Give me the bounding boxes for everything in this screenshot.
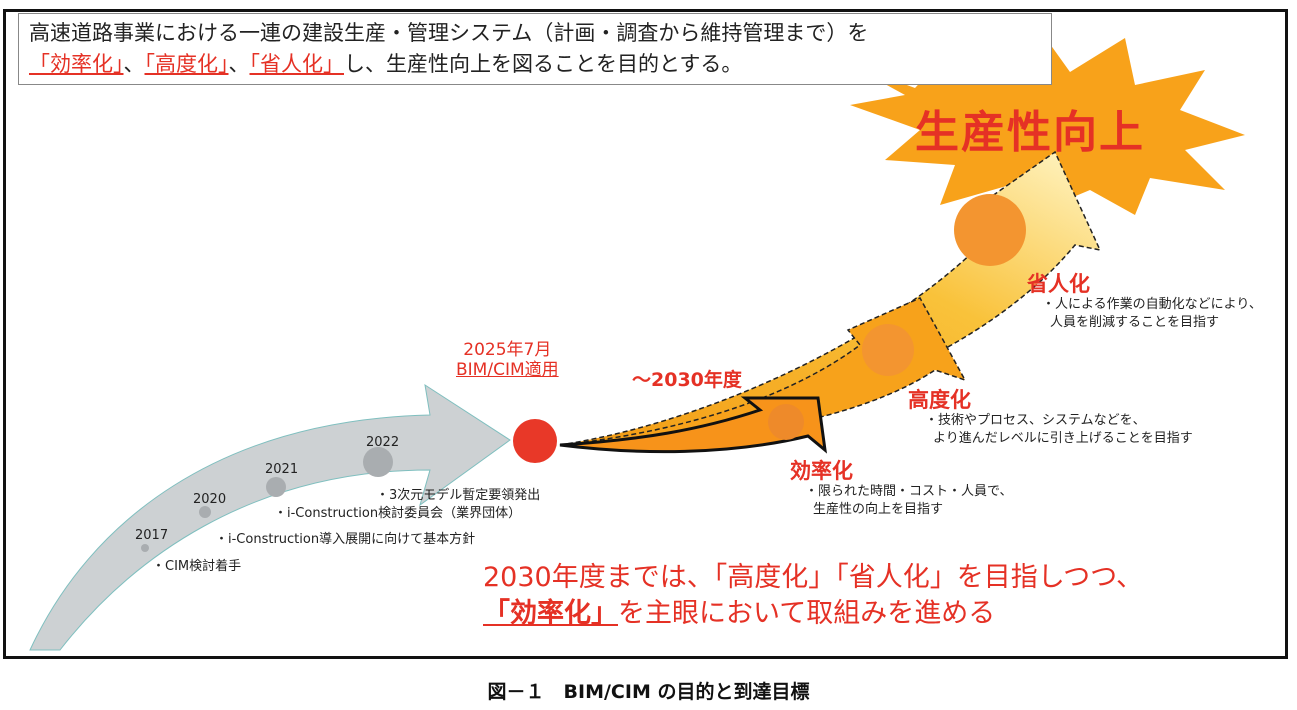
stage-title-advancement: 高度化 <box>908 388 971 412</box>
efficiency-arrow <box>559 396 827 454</box>
event-label: ・CIM検討着手 <box>152 559 242 574</box>
desc-line: より進んだレベルに引き上げることを目指す <box>933 431 1193 446</box>
stage-desc-advancement: ・技術やプロセス、システムなどを、より進んだレベルに引き上げることを目指す <box>925 412 1193 448</box>
stage-title-efficiency: 効率化 <box>790 459 853 483</box>
stage-title-laborsaving: 省人化 <box>1027 272 1090 296</box>
milestone-name: BIM/CIM適用 <box>456 360 559 380</box>
productivity-label: 生産性向上 <box>915 107 1145 158</box>
figure-caption: 図－１ BIM/CIM の目的と到達目標 <box>487 681 810 703</box>
event-label: ・3次元モデル暫定要領発出 <box>376 488 541 503</box>
purpose-line1: 高速道路事業における一連の建設生産・管理システム（計画・調査から維持管理まで）を <box>29 21 869 45</box>
desc-line: ・技術やプロセス、システムなどを、 <box>925 413 1146 428</box>
sep: 、 <box>228 52 250 76</box>
advancement-circle <box>862 324 914 376</box>
summary-rest: を主眼において取組みを進める <box>618 598 996 629</box>
bimcim-adoption-dot <box>513 419 557 463</box>
summary-emphasis: 「効率化」 <box>483 598 618 629</box>
goal-advancement: 「高度化」 <box>144 52 229 76</box>
milestone-date: 2025年7月 <box>463 340 552 360</box>
stage-desc-laborsaving: ・人による作業の自動化などにより、人員を削減することを目指す <box>1042 296 1262 332</box>
purpose-rest: し、生産性向上を図ることを目的とする。 <box>344 52 743 76</box>
laborsaving-circle <box>954 194 1026 266</box>
desc-line: 生産性の向上を目指す <box>813 502 944 517</box>
purpose-line2: 「効率化」、「高度化」、「省人化」し、生産性向上を図ることを目的とする。 <box>29 49 1041 80</box>
summary-line2: 「効率化」を主眼において取組みを進める <box>483 596 1143 632</box>
year-label: 2021 <box>265 462 299 477</box>
figure-frame <box>3 9 1288 659</box>
purpose-statement: 高速道路事業における一連の建設生産・管理システム（計画・調査から維持管理まで）を… <box>18 13 1052 85</box>
year-label: 2017 <box>135 528 169 543</box>
desc-line: ・限られた時間・コスト・人員で、 <box>805 484 1013 499</box>
year-label: 2022 <box>366 435 400 450</box>
sep: 、 <box>123 52 145 76</box>
event-label: ・i-Construction検討委員会（業界団体） <box>274 506 522 521</box>
milestone-dot-2021 <box>266 477 286 497</box>
goal-efficiency: 「効率化」 <box>29 52 124 76</box>
goal-laborsaving: 「省人化」 <box>249 52 345 76</box>
event-label: ・i-Construction導入展開に向けて基本方針 <box>215 532 476 547</box>
year-label: 2020 <box>193 492 227 507</box>
milestone-dot-2017 <box>141 544 149 552</box>
milestone-label: 2025年7月 BIM/CIM適用 <box>456 340 559 380</box>
efficiency-circle <box>768 404 804 440</box>
milestone-dot-2022 <box>363 447 393 477</box>
past-timeline-arrow <box>29 383 511 651</box>
stage-desc-efficiency: ・限られた時間・コスト・人員で、生産性の向上を目指す <box>805 483 1012 519</box>
summary-line1: 2030年度までは、「高度化」「省人化」を目指しつつ、 <box>483 562 1144 593</box>
summary-statement: 2030年度までは、「高度化」「省人化」を目指しつつ、 「効率化」を主眼において… <box>483 560 1143 632</box>
target-year: ～2030年度 <box>632 369 742 391</box>
desc-line: ・人による作業の自動化などにより、 <box>1042 297 1262 312</box>
milestone-dot-2020 <box>199 506 211 518</box>
desc-line: 人員を削減することを目指す <box>1050 315 1220 330</box>
